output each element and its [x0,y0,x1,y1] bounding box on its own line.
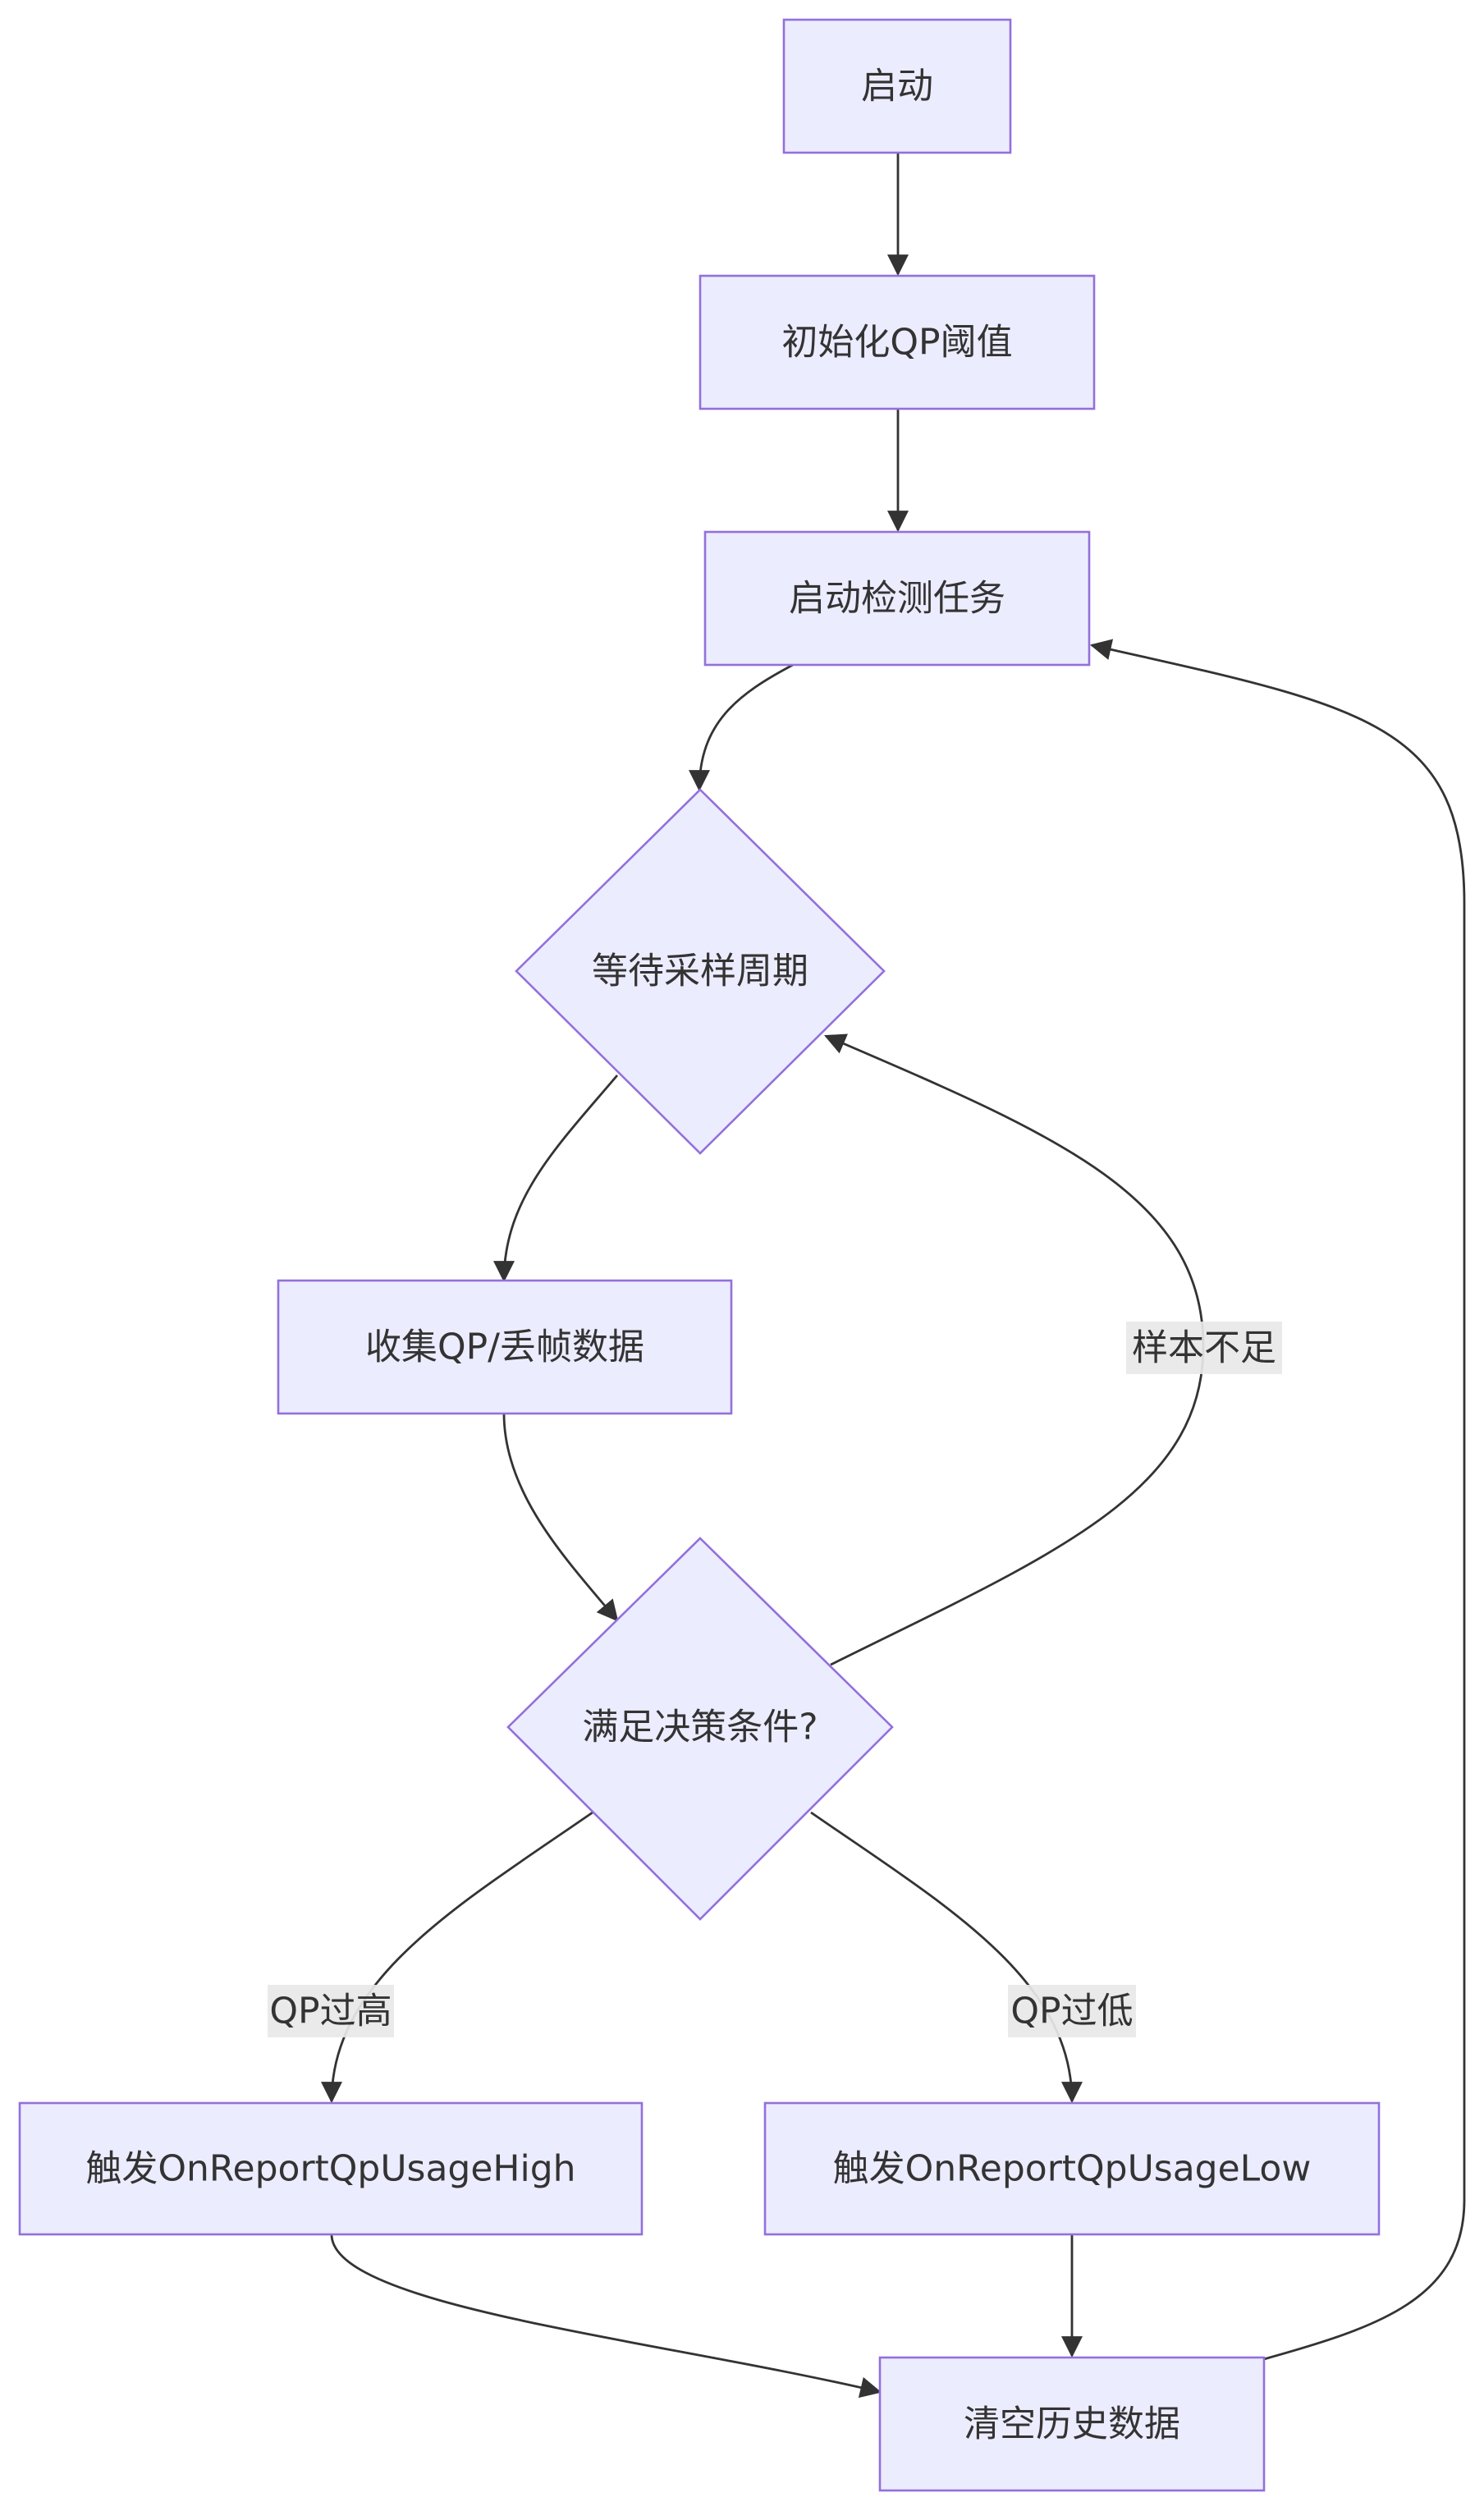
node-trigger-high: 触发OnReportQpUsageHigh [18,2101,644,2236]
node-decision-label: 满足决策条件? [582,1707,818,1748]
nodes: 启动 初始化QP阈值 启动检测任务 等待采样周期 收集QP/丢帧数据 满足决策条… [18,18,1381,2492]
node-init-qp: 初始化QP阈值 [698,274,1096,410]
node-start-detect-label: 启动检测任务 [789,578,1005,620]
node-clear-history: 清空历史数据 [878,2356,1266,2492]
edge-label-insufficient-text: 样本不足 [1132,1327,1276,1369]
node-collect-label: 收集QP/丢帧数据 [365,1327,644,1368]
node-clear-history-label: 清空历史数据 [964,2403,1180,2445]
node-decision: 满足决策条件? [506,1537,894,1921]
edge-label-qp-high-text: QP过高 [269,1991,392,2032]
node-start: 启动 [782,18,1012,154]
node-wait-sample-label: 等待采样周期 [592,951,808,992]
node-init-qp-label: 初始化QP阈值 [781,322,1012,364]
node-trigger-high-label: 触发OnReportQpUsageHigh [85,2148,575,2190]
edge-clear-to-detect [1089,639,1466,2361]
node-trigger-low-label: 触发OnReportQpUsageLow [833,2148,1312,2190]
edge-label-insufficient: 样本不足 [1126,1322,1282,1374]
node-collect: 收集QP/丢帧数据 [277,1279,733,1415]
edge-high-to-clear [330,2234,882,2399]
edge-labels: 样本不足 QP过高 QP过低 [268,1322,1282,2037]
edge-decision-to-low [810,1811,1083,2104]
node-start-detect: 启动检测任务 [703,530,1091,667]
node-trigger-low: 触发OnReportQpUsageLow [763,2101,1381,2236]
edge-label-qp-low: QP过低 [1008,1985,1136,2037]
edge-label-qp-low-text: QP过低 [1010,1991,1133,2032]
edge-collect-to-decision [502,1413,619,1622]
edge-decision-to-high [321,1811,593,2104]
node-wait-sample: 等待采样周期 [515,788,886,1155]
edges [321,153,1466,2399]
edge-wait-to-collect [493,1075,619,1283]
edge-detect-to-wait [689,663,794,792]
node-start-label: 启动 [861,66,933,108]
edge-label-qp-high: QP过高 [268,1985,394,2037]
